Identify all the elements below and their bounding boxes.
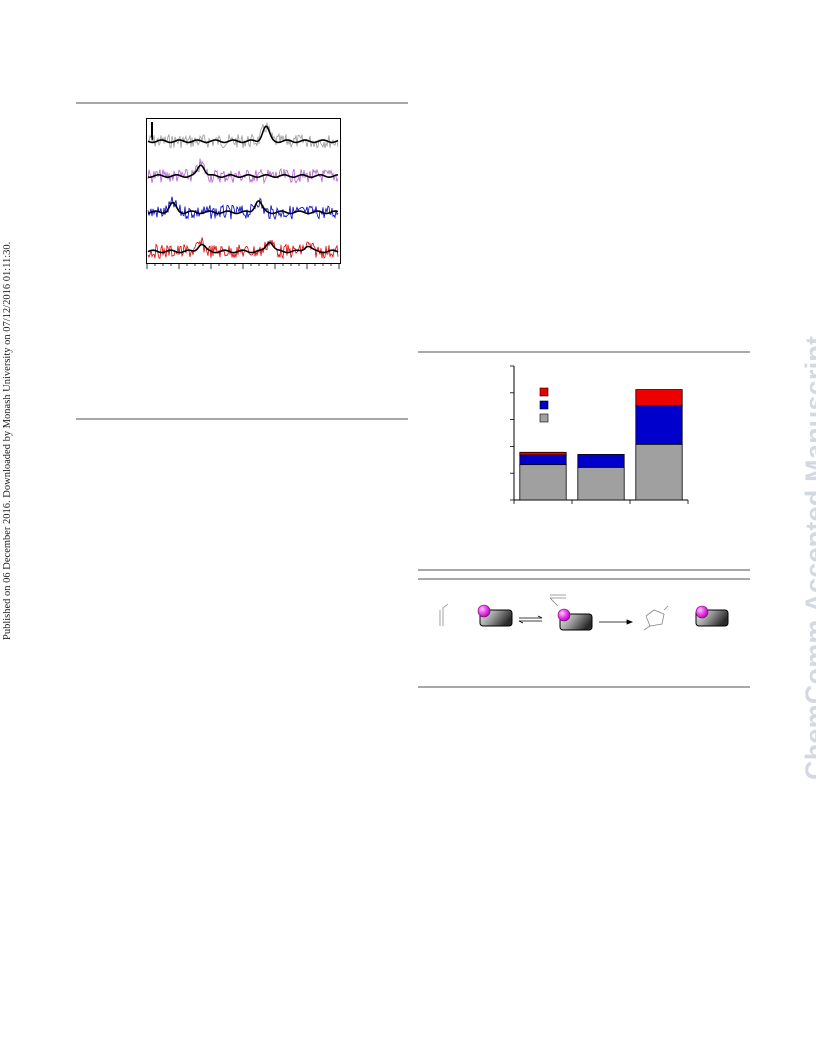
bar-blue-0 [519,454,567,466]
bar-gray-2 [635,443,683,501]
trace-gray-raw [147,122,339,149]
x-axis-ticks [146,263,340,269]
bar-series [519,389,683,501]
equilibrium-arrows [518,615,543,624]
bar-red-2 [635,389,683,407]
figure-top-rule-right [418,351,750,353]
metal-bead-2 [557,608,571,622]
trace-purple-raw [147,158,339,185]
spectra-traces [147,122,339,260]
metal-bead-3 [695,605,709,619]
alkyne-reagent [439,603,449,626]
figure-bottom-rule-left [76,418,408,420]
trace-blue-fit [147,200,339,215]
scheme-top-rule-1 [418,569,750,571]
spectra-plot-frame [146,118,341,264]
trace-blue-raw [147,196,339,221]
legend-swatch-red [539,387,549,397]
metal-bead-1 [477,604,491,618]
scheme-top-rule-2 [418,578,750,580]
x-axis-ticks [513,500,689,504]
spectra-chart [146,118,341,269]
stacked-bar-chart [510,365,689,504]
y-axis-ticks [510,365,514,501]
bar-blue-1 [577,454,625,468]
catalyst-surface-2 [549,594,593,631]
reaction-scheme [439,594,729,631]
trace-red-fit [147,241,339,254]
bar-blue-2 [635,405,683,445]
trace-purple-fit [147,164,339,179]
reaction-arrow [599,619,634,625]
catalyst-surface-3 [695,605,729,627]
cyclic-product [643,605,669,631]
legend-swatch-gray [539,413,549,423]
figure-top-rule-left [76,102,408,104]
accepted-manuscript-watermark: ChemComm Accepted Manuscript [800,335,816,780]
catalyst-surface-1 [477,604,513,627]
bar-red-0 [519,451,567,456]
trace-red-raw [147,237,339,260]
publication-note: Published on 06 December 2016. Downloade… [2,241,13,640]
trace-gray-fit [147,125,339,144]
scheme-bottom-rule [418,686,750,688]
legend-swatch-blue [539,400,549,410]
bar-gray-0 [519,464,567,501]
legend [539,387,549,423]
bar-gray-1 [577,466,625,501]
